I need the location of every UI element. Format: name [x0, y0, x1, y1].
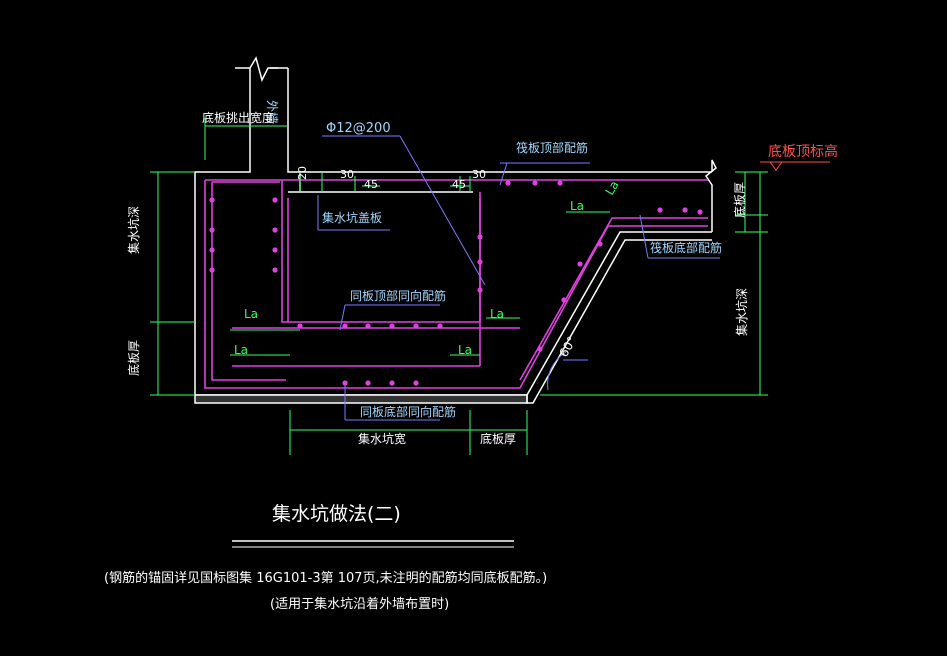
- rebar-dot: [209, 227, 215, 233]
- la-mark-2: La: [602, 178, 621, 197]
- pit-width-label: 集水坑宽: [358, 431, 406, 446]
- pit-depth-left-label: 集水坑深: [126, 206, 141, 254]
- elevation-marker: [760, 161, 830, 171]
- rebar-dots: [209, 180, 703, 386]
- rebar-dot: [272, 267, 278, 273]
- rebar-spec-label: Φ12@200: [326, 121, 391, 136]
- drawing-title: 集水坑做法(二): [272, 503, 401, 525]
- drawing-labels: 外墙 底板挑出宽度 Φ12@200 筏板顶部配筋 底板顶标高 集水坑盖板 筏板底…: [126, 100, 838, 446]
- leader-lines: [317, 135, 720, 421]
- same-as-slab-top-label: 同板顶部同向配筋: [350, 288, 446, 303]
- rebar-lines: [204, 179, 708, 389]
- rebar-dot: [389, 380, 395, 386]
- dim-30-right: 30: [472, 168, 486, 181]
- rebar-dot: [557, 180, 563, 186]
- la-mark-5: La: [234, 343, 248, 357]
- rebar-dot: [597, 241, 603, 247]
- rebar-dot: [297, 323, 303, 329]
- rebar-dot: [682, 207, 688, 213]
- la-mark-4: La: [490, 307, 504, 321]
- rebar-dot: [477, 287, 483, 293]
- rebar-dot: [365, 380, 371, 386]
- rebar-dot: [413, 380, 419, 386]
- dimension-lines: [150, 118, 768, 455]
- outer-wall-label: 外墙: [265, 100, 279, 124]
- pit-cover-label: 集水坑盖板: [322, 210, 382, 225]
- rebar-dot: [389, 323, 395, 329]
- rebar-dot: [532, 180, 538, 186]
- rebar-dot: [657, 207, 663, 213]
- la-mark-1: La: [570, 199, 584, 213]
- la-mark-3: La: [244, 307, 258, 321]
- rebar-dot: [365, 323, 371, 329]
- slab-top-elevation-label: 底板顶标高: [768, 143, 838, 160]
- rebar-dot: [577, 261, 583, 267]
- slab-thickness-left-label: 底板厚: [126, 340, 141, 376]
- rebar-dot: [561, 297, 567, 303]
- raft-top-rebar-label: 筏板顶部配筋: [516, 140, 588, 155]
- la-mark-6: La: [458, 343, 472, 357]
- rebar-dot: [697, 209, 703, 215]
- raft-bottom-rebar-label: 筏板底部配筋: [650, 240, 722, 255]
- note-line-2: (适用于集水坑沿着外墙布置时): [270, 596, 449, 612]
- rebar-dot: [342, 323, 348, 329]
- rebar-dot: [505, 180, 511, 186]
- rebar-dot: [209, 267, 215, 273]
- slab-thickness-right-label: 底板厚: [732, 182, 747, 218]
- title-block: 集水坑做法(二) (钢筋的锚固详见国标图集 16G101-3第 107页,未注明…: [104, 503, 547, 612]
- rebar-dot: [437, 323, 443, 329]
- dim-20: 20: [296, 166, 309, 180]
- rebar-dot: [209, 197, 215, 203]
- rebar-dot: [413, 323, 419, 329]
- note-line-1: (钢筋的锚固详见国标图集 16G101-3第 107页,未注明的配筋均同底板配筋…: [104, 570, 547, 586]
- rebar-dot: [272, 247, 278, 253]
- rebar-dot: [477, 259, 483, 265]
- rebar-dot: [209, 247, 215, 253]
- dim-30-left: 30: [340, 168, 354, 181]
- pit-depth-right-label: 集水坑深: [734, 288, 749, 336]
- rebar-dot: [272, 197, 278, 203]
- slab-extension-width-label: 底板挑出宽度: [202, 110, 274, 125]
- same-as-slab-bottom-label: 同板底部同向配筋: [360, 404, 456, 419]
- rebar-dot: [272, 227, 278, 233]
- dim-45-left: 45: [364, 178, 378, 191]
- slab-thickness-bottom-label: 底板厚: [480, 431, 516, 446]
- rebar-dot: [342, 380, 348, 386]
- rebar-dot: [477, 234, 483, 240]
- dim-45-right: 45: [452, 178, 466, 191]
- rebar-dot: [537, 346, 543, 352]
